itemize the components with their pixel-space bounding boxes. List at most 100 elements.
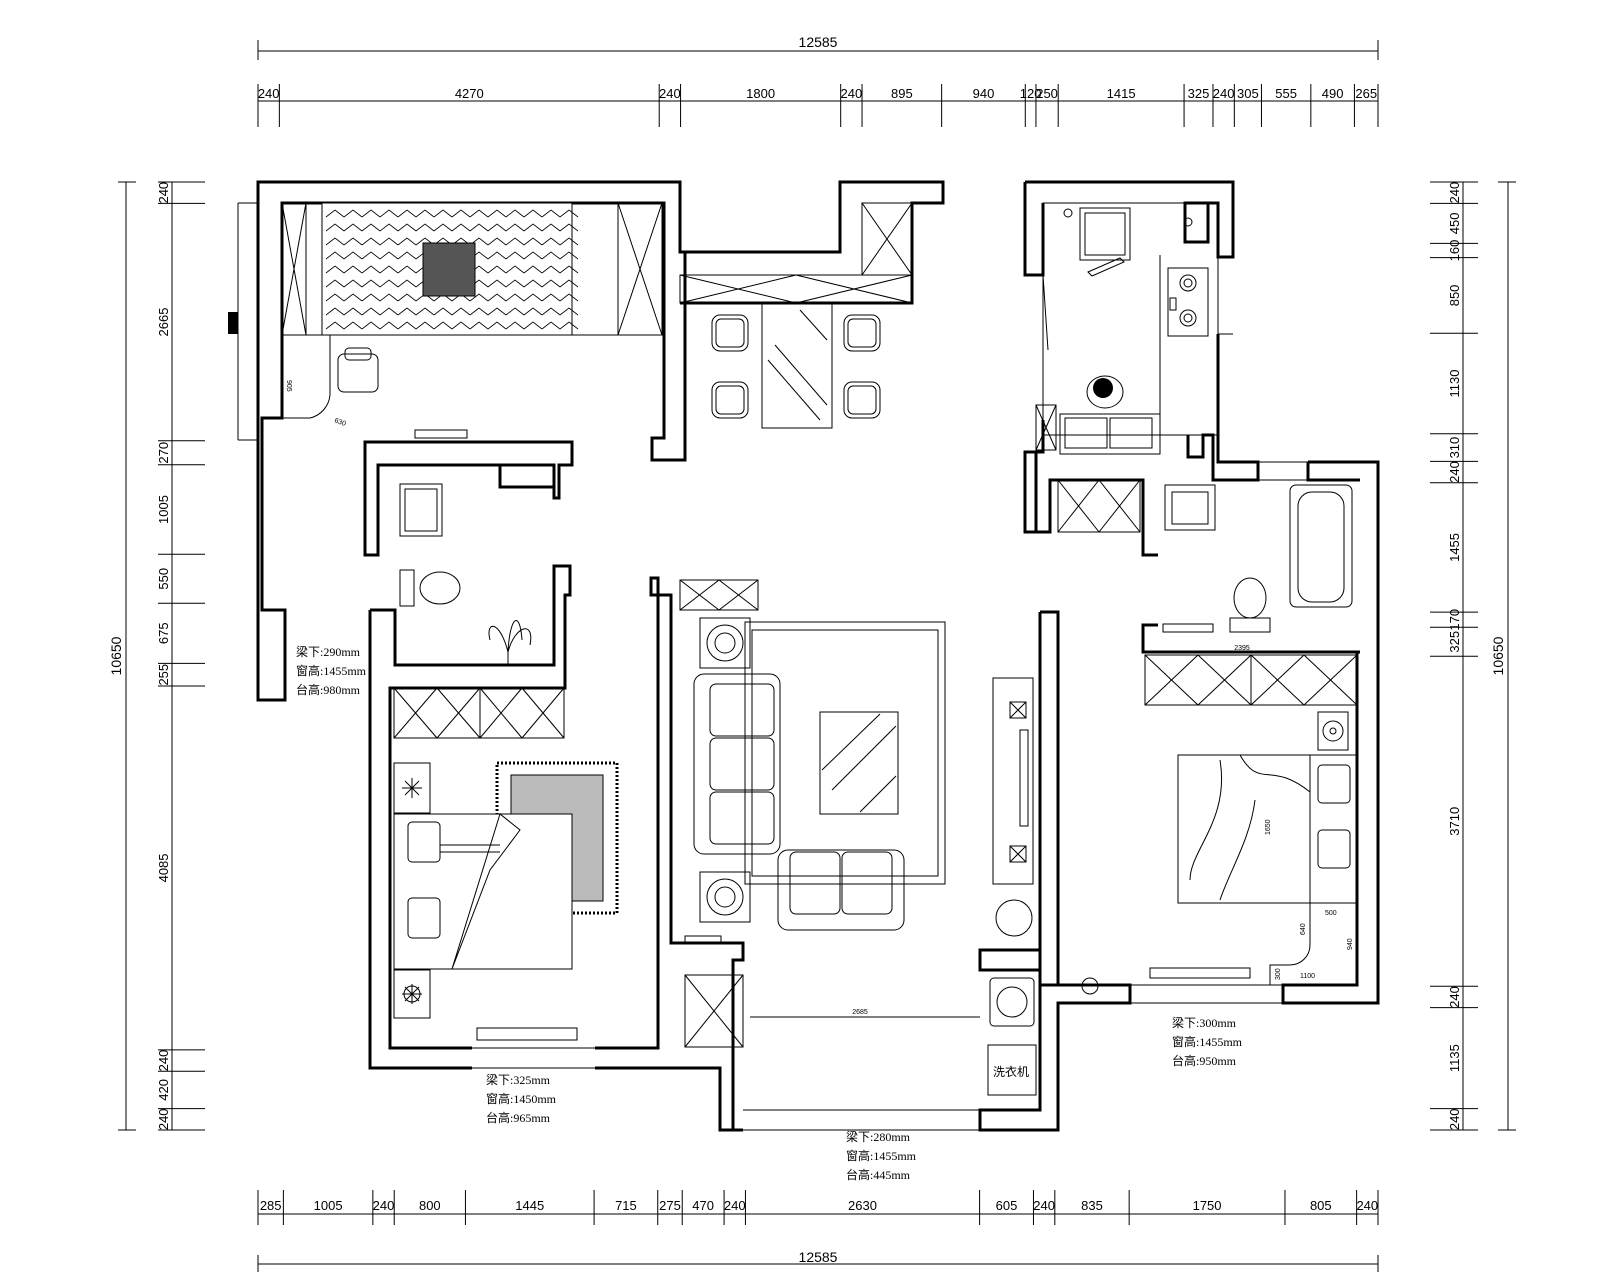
rug-pattern-stroke — [379, 293, 399, 302]
bottom-dim-label: 240 — [1356, 1198, 1378, 1213]
top-dim-label: 240 — [1213, 86, 1235, 101]
right-dimensions: 10650 2404501608501130310240145517032537… — [1430, 181, 1516, 1131]
svg-text:窗高:1455mm: 窗高:1455mm — [846, 1148, 917, 1163]
rug-pattern-stroke — [415, 223, 435, 232]
rug-pattern-stroke — [523, 265, 543, 274]
right-dim-label: 240 — [1447, 1108, 1462, 1130]
rug-pattern-stroke — [559, 307, 579, 316]
rug-pattern-stroke — [541, 321, 561, 330]
right-dim-label: 170 — [1447, 609, 1462, 631]
rug-pattern-stroke — [397, 279, 417, 288]
rug-pattern-stroke — [523, 209, 543, 218]
svg-text:台高:950mm: 台高:950mm — [1172, 1053, 1237, 1068]
rug-pattern-stroke — [505, 279, 525, 288]
dining-chair — [843, 381, 881, 419]
rug-pattern-stroke — [469, 321, 489, 330]
right-dim-label: 160 — [1447, 240, 1462, 262]
rug-pattern-stroke — [541, 307, 561, 316]
top-dim-label: 240 — [659, 86, 681, 101]
rug-pattern-stroke — [433, 321, 453, 330]
rug-pattern-stroke — [379, 223, 399, 232]
top-dim-label: 250 — [1036, 86, 1058, 101]
ward-dim-300: 300 — [1275, 968, 1282, 980]
right-dim-label: 310 — [1447, 437, 1462, 459]
bottom-dim-label: 285 — [260, 1198, 282, 1213]
person-icon — [1086, 375, 1124, 409]
top-dim-label: 240 — [258, 86, 280, 101]
rug-pattern-stroke — [397, 265, 417, 274]
svg-text:梁下:280mm: 梁下:280mm — [846, 1129, 911, 1144]
top-total-dim: 12585 — [799, 34, 838, 50]
rug-pattern-stroke — [343, 321, 363, 330]
bath-dim: 2395 — [1234, 645, 1250, 652]
walls — [256, 180, 1380, 1132]
rug-pattern-stroke — [343, 293, 363, 302]
balcony-dim: 2685 — [852, 1009, 868, 1016]
rug-pattern-stroke — [361, 279, 381, 288]
rug-pattern-stroke — [523, 237, 543, 246]
left-dim-label: 240 — [156, 182, 171, 204]
rug-pattern-stroke — [469, 293, 489, 302]
right-total-dim: 10650 — [1490, 636, 1506, 675]
washer-label: 洗衣机 — [993, 1064, 1029, 1079]
rug-pattern-stroke — [379, 251, 399, 260]
rug-pattern-stroke — [541, 223, 561, 232]
rug-pattern-stroke — [559, 237, 579, 246]
rug-pattern-stroke — [559, 209, 579, 218]
top-dim-label: 265 — [1355, 86, 1377, 101]
living-window-note: 梁下:280mm 窗高:1455mm 台高:445mm — [846, 1129, 917, 1182]
svg-text:梁下:300mm: 梁下:300mm — [1172, 1015, 1237, 1030]
rug-pattern-stroke — [541, 293, 561, 302]
ward-dim-500: 500 — [1325, 910, 1337, 917]
bottom-dim-label: 1750 — [1193, 1198, 1222, 1213]
rug-pattern-stroke — [325, 209, 345, 218]
rug-pattern-stroke — [397, 321, 417, 330]
svg-text:台高:445mm: 台高:445mm — [846, 1167, 911, 1182]
bottom-dim-label: 240 — [373, 1198, 395, 1213]
rug-pattern-stroke — [487, 321, 507, 330]
left-dimensions: 10650 2402665270100555067525540852404202… — [108, 181, 205, 1131]
top-dim-label: 555 — [1275, 86, 1297, 101]
furniture: 905 630 — [281, 202, 1358, 1096]
top-dim-label: 325 — [1188, 86, 1210, 101]
rug-pattern-stroke — [361, 265, 381, 274]
bottom-total-dim: 12585 — [799, 1249, 838, 1265]
rug-pattern-stroke — [505, 209, 525, 218]
rug-pattern-stroke — [487, 237, 507, 246]
rug-pattern-stroke — [379, 321, 399, 330]
rug-pattern-stroke — [541, 209, 561, 218]
study-dim-630: 630 — [333, 417, 346, 428]
bottom-dim-label: 605 — [996, 1198, 1018, 1213]
right-dim-label: 3710 — [1447, 807, 1462, 836]
svg-text:梁下:290mm: 梁下:290mm — [296, 644, 361, 659]
rug-pattern-stroke — [361, 293, 381, 302]
rug-pattern-stroke — [451, 307, 471, 316]
top-dim-label: 120 — [1020, 86, 1042, 101]
rug-pattern-stroke — [487, 279, 507, 288]
rug-pattern-stroke — [361, 251, 381, 260]
bottom-dim-label: 240 — [1033, 1198, 1055, 1213]
bottom-dim-label: 835 — [1081, 1198, 1103, 1213]
left-dim-label: 1005 — [156, 495, 171, 524]
rug-pattern-stroke — [505, 265, 525, 274]
rug-pattern-stroke — [469, 209, 489, 218]
right-dim-label: 240 — [1447, 986, 1462, 1008]
bottom-dim-label: 275 — [659, 1198, 681, 1213]
rug-pattern-stroke — [379, 209, 399, 218]
rug-pattern-stroke — [433, 307, 453, 316]
top-dim-label: 240 — [841, 86, 863, 101]
rug-pattern-stroke — [415, 307, 435, 316]
left-total-dim: 10650 — [108, 636, 124, 675]
plant-icon — [488, 619, 532, 666]
bottom-dim-label: 2630 — [848, 1198, 877, 1213]
rug-pattern-stroke — [541, 279, 561, 288]
rug-pattern-stroke — [361, 307, 381, 316]
rug-pattern-stroke — [451, 223, 471, 232]
rug-pattern-stroke — [343, 209, 363, 218]
rug-pattern-stroke — [379, 237, 399, 246]
top-dim-label: 490 — [1322, 86, 1344, 101]
right-dim-label: 325 — [1447, 631, 1462, 653]
right-dim-label: 1135 — [1447, 1044, 1462, 1072]
bottom-dim-label: 805 — [1310, 1198, 1332, 1213]
